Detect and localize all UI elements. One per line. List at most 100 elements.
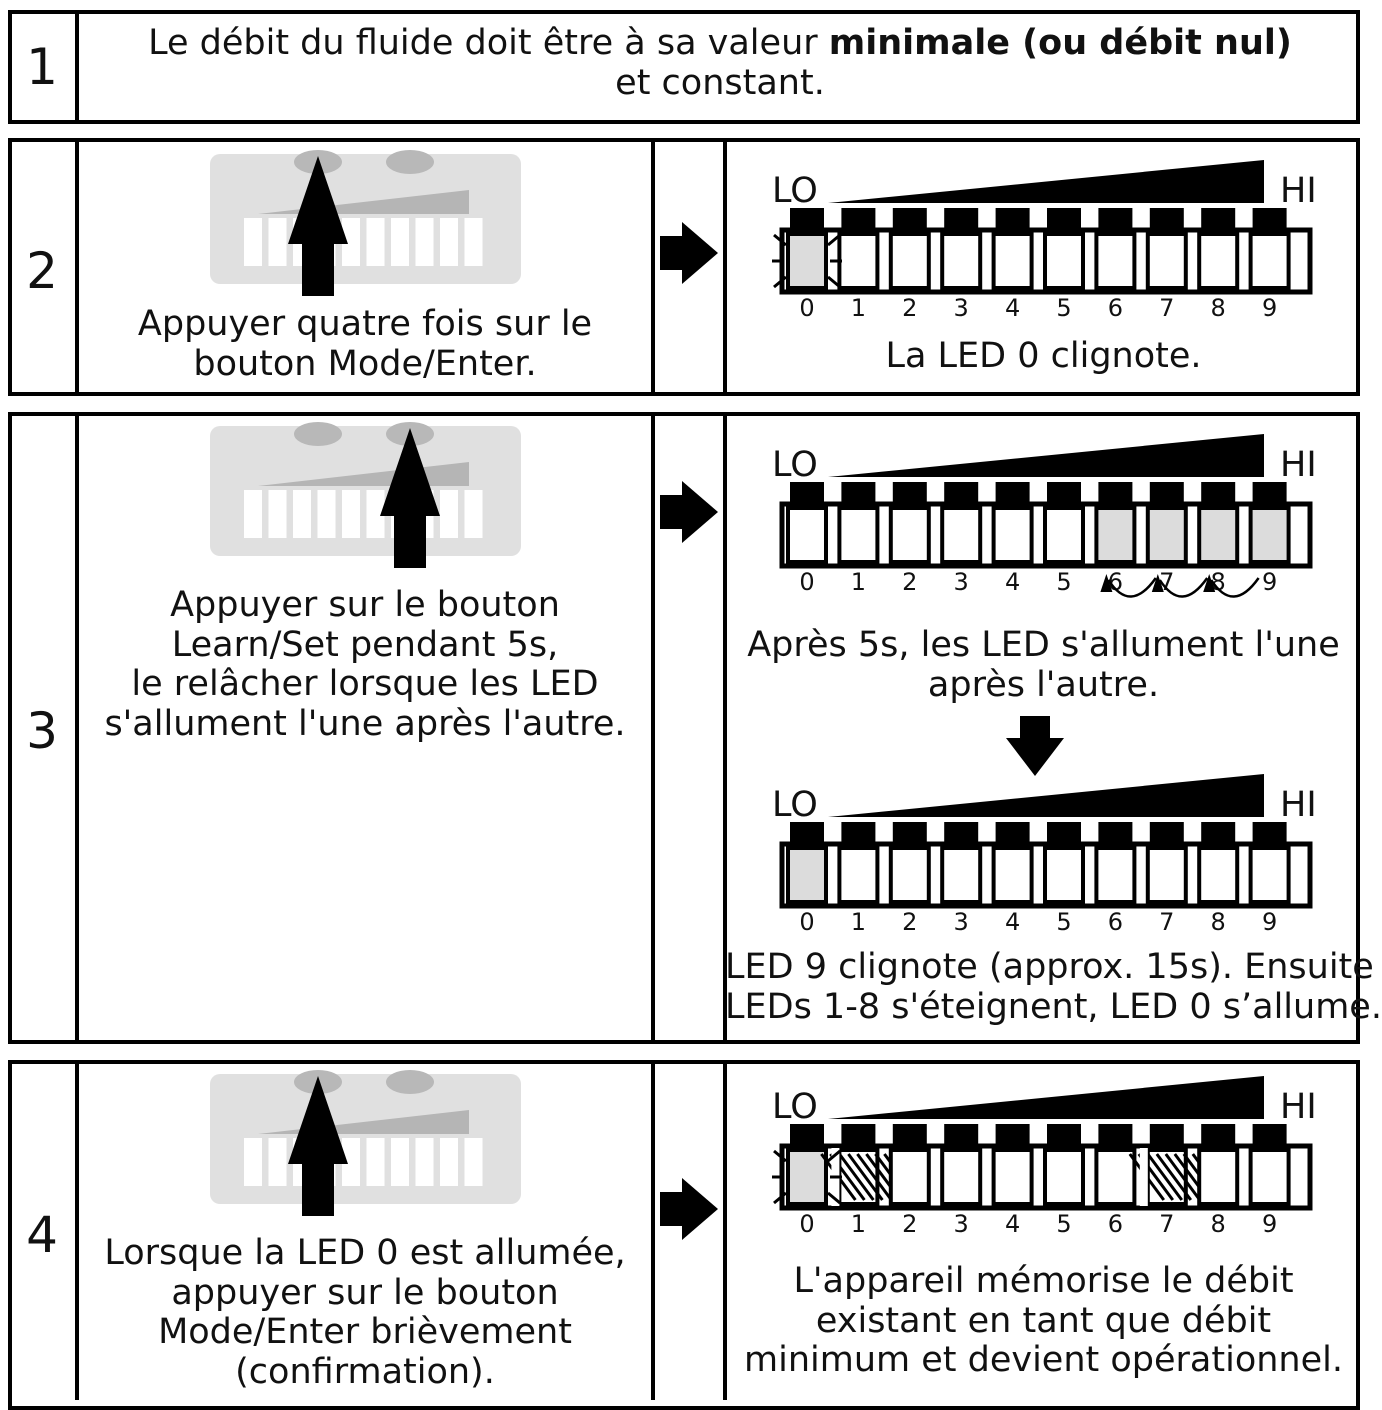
led-number-label: 0 — [799, 1210, 814, 1238]
lo-label: LO — [772, 171, 818, 211]
led-cap — [790, 482, 824, 502]
down-arrow-icon — [1006, 716, 1064, 776]
step3-divider-b — [651, 412, 655, 1044]
step3-instruction: Appuyer sur le bouton Learn/Set pendant … — [79, 585, 651, 744]
led-number-label: 1 — [851, 1210, 866, 1238]
led-number-label: 4 — [1005, 1210, 1020, 1238]
led-cap — [892, 482, 927, 502]
led-number-label: 5 — [1056, 568, 1071, 596]
led-hatch — [857, 1154, 891, 1200]
led-cap — [995, 822, 1030, 842]
led-3 — [940, 846, 983, 904]
led-number-label: 4 — [1005, 294, 1020, 322]
step4-divider-c — [723, 1060, 727, 1400]
led-number-label: 9 — [1262, 294, 1277, 322]
device-led-slot — [464, 1138, 483, 1186]
led-cap — [1098, 482, 1133, 502]
step3-row — [8, 412, 1360, 1044]
led-cap — [1252, 482, 1287, 502]
led-8 — [1197, 232, 1240, 290]
device-led-slot — [440, 1138, 458, 1186]
led-number-label: 8 — [1211, 908, 1226, 936]
range-ramp — [828, 774, 1264, 817]
led-cap — [1201, 208, 1236, 228]
step1-row — [8, 10, 1360, 124]
step2-row — [8, 138, 1360, 396]
press-arrow-icon — [380, 428, 440, 568]
led-number-label: 9 — [1262, 568, 1277, 596]
step4-device-illustration — [210, 1068, 522, 1222]
led-2 — [888, 1148, 931, 1206]
hi-label: HI — [1280, 1087, 1317, 1127]
led-cap — [1201, 1124, 1236, 1144]
led-number-label: 7 — [1159, 568, 1174, 596]
device-led-slot — [342, 1138, 360, 1186]
step3-instruction-line4: s'allument l'une après l'autre. — [104, 703, 626, 744]
led-number-label: 7 — [1159, 294, 1174, 322]
led-number-label: 3 — [954, 1210, 969, 1238]
step3-result-a-line2: après l'autre. — [927, 664, 1160, 705]
chase-curve — [1107, 577, 1157, 598]
mode-enter-button — [294, 422, 342, 446]
step2-result: La LED 0 clignote. — [885, 336, 1202, 376]
led-1 — [837, 232, 880, 290]
device-led-slot — [391, 1138, 409, 1186]
chase-curve — [1158, 577, 1209, 598]
led-cap — [1047, 822, 1081, 842]
led-number-label: 2 — [902, 908, 917, 936]
blink-rays-icon — [772, 233, 842, 289]
led-number-label: 4 — [1005, 568, 1020, 596]
lo-label: LO — [772, 1087, 818, 1127]
led-cap — [1149, 482, 1184, 502]
learn-set-button — [386, 1070, 434, 1094]
led-5 — [1043, 506, 1085, 564]
led-9 — [1248, 232, 1291, 290]
led-number-label: 7 — [1159, 908, 1174, 936]
led-cap — [1252, 1124, 1287, 1144]
led-number-label: 6 — [1108, 294, 1123, 322]
blink-rays-icon — [772, 1149, 842, 1205]
step2-divider-c — [723, 138, 727, 396]
device-led-slot — [415, 1138, 434, 1186]
step3-instruction-line3: le relâcher lorsque les LED — [131, 664, 599, 705]
chase-curve — [1210, 577, 1260, 598]
step3-instruction-line1: Appuyer sur le bouton — [170, 585, 560, 625]
device-led-slot — [342, 218, 360, 266]
led-6 — [1094, 846, 1137, 904]
led-number-label: 5 — [1056, 1210, 1071, 1238]
led-cap — [841, 1124, 876, 1144]
led-0 — [786, 846, 828, 904]
step3-divider-a — [75, 412, 79, 1044]
step2-device-illustration — [210, 148, 522, 302]
device-led-slot — [244, 1138, 262, 1186]
led-cap — [1149, 1124, 1184, 1144]
hi-label: HI — [1280, 785, 1317, 825]
device-led-slot — [293, 490, 311, 538]
device-led-slot — [268, 218, 287, 266]
led-number-label: 0 — [799, 908, 814, 936]
press-arrow-icon — [288, 156, 348, 296]
step4-number: 4 — [26, 1206, 58, 1264]
led-cap — [892, 1124, 927, 1144]
learn-set-button — [386, 150, 434, 174]
led-4 — [991, 232, 1034, 290]
led-number-label: 5 — [1056, 908, 1071, 936]
led-4 — [991, 846, 1034, 904]
step4-instruction-line3: Mode/Enter brièvement — [158, 1312, 572, 1353]
lo-label: LO — [772, 445, 818, 485]
step1-divider — [75, 10, 79, 124]
led-hatch — [1166, 1154, 1200, 1200]
led-cap — [1047, 482, 1081, 502]
device-led-slot — [244, 218, 262, 266]
led-cap — [1201, 822, 1236, 842]
led-8 — [1197, 506, 1240, 564]
step4-instruction-line1: Lorsque la LED 0 est allumée, — [104, 1233, 626, 1273]
led-4 — [991, 506, 1034, 564]
device-led-slot — [244, 490, 262, 538]
device-led-slot — [366, 218, 385, 266]
led-2 — [888, 506, 931, 564]
step1-text-plain: Le débit du fluide doit être à sa valeur — [148, 23, 829, 63]
led-hatch — [1148, 1154, 1182, 1200]
led-0 — [786, 232, 828, 290]
led-number-label: 9 — [1262, 1210, 1277, 1238]
